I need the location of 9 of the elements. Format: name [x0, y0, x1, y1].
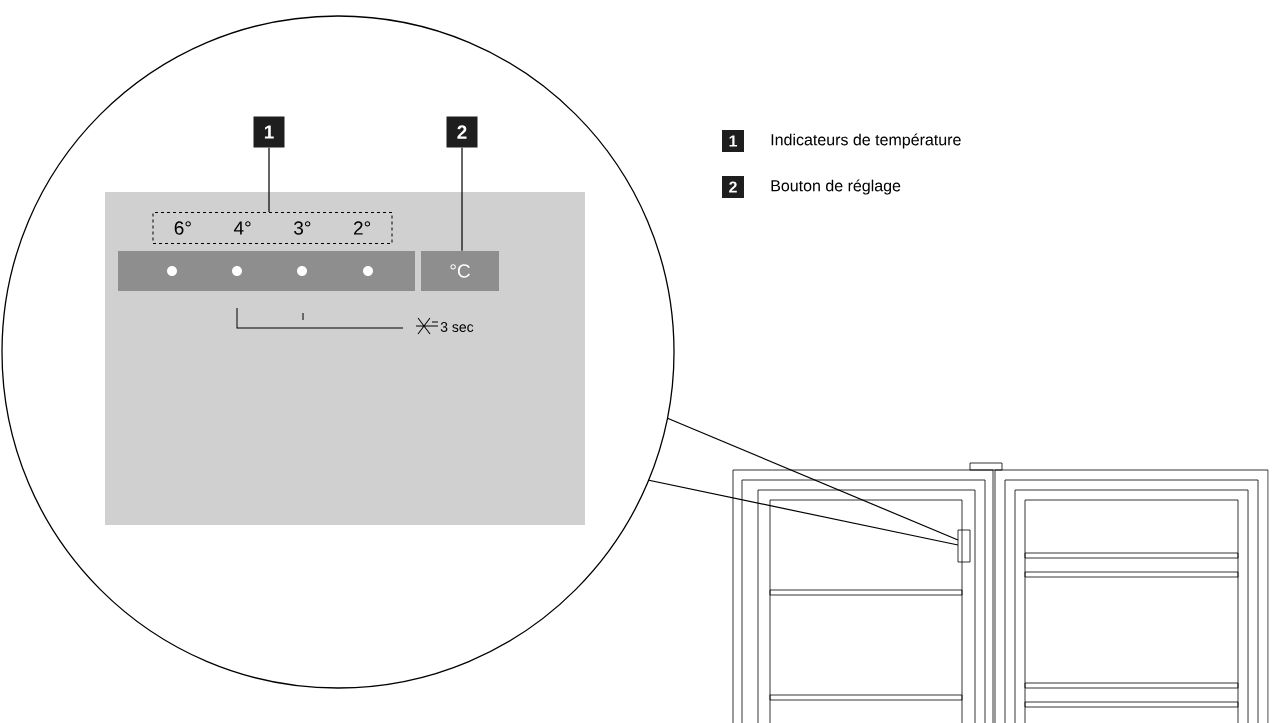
adjust-button: °C: [421, 251, 499, 291]
legend-text: Bouton de réglage: [771, 179, 901, 195]
callout-number: 1: [722, 130, 744, 152]
duration-label: 3 sec: [440, 322, 474, 332]
leader-line: [268, 147, 270, 213]
temperature-labels: 6° 4° 3° 2°: [152, 212, 393, 244]
callout-number: 2: [722, 176, 744, 198]
leader-line: [461, 147, 463, 252]
legend-text: Indicateurs de température: [771, 133, 961, 149]
